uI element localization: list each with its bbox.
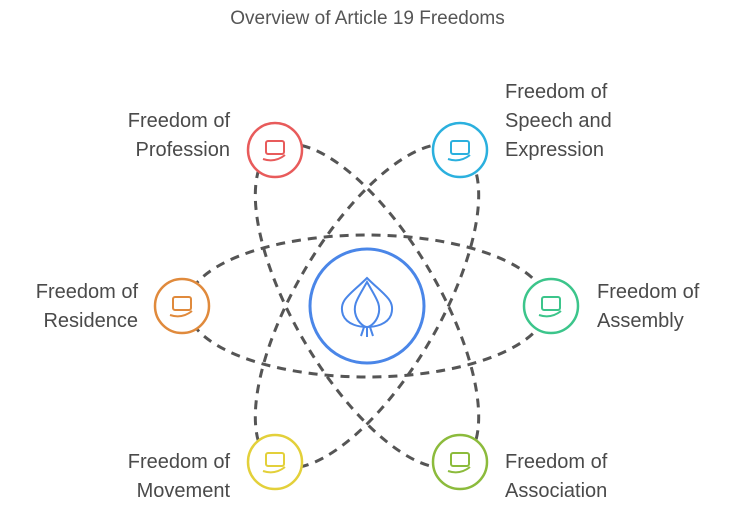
- diagram-title: Overview of Article 19 Freedoms: [230, 8, 505, 29]
- label-line: Freedom of: [127, 451, 230, 473]
- node-circle-movement: [246, 433, 304, 491]
- label-line: Assembly: [597, 310, 684, 332]
- label-assembly: Freedom of Assembly: [597, 278, 699, 336]
- label-association: Freedom of Association: [505, 448, 607, 506]
- crowd-icon: [538, 296, 562, 318]
- node-circle-speech: [431, 121, 489, 179]
- megaphone-person-icon: [447, 140, 471, 162]
- label-line: Freedom of: [35, 281, 138, 303]
- label-line: Freedom of: [505, 451, 608, 473]
- label-line: Association: [505, 480, 608, 502]
- label-line: Movement: [136, 480, 230, 502]
- label-line: Freedom of: [505, 81, 608, 103]
- node-circle-profession: [246, 121, 304, 179]
- center-circle: [308, 247, 426, 365]
- node-circle-assembly: [522, 277, 580, 335]
- house-globe-icon: [169, 296, 193, 318]
- label-line: Freedom of: [127, 110, 230, 132]
- label-residence: Freedom of Residence: [0, 278, 138, 336]
- briefcase-hand-icon: [262, 140, 286, 162]
- label-line: Profession: [135, 139, 231, 161]
- node-circle-association: [431, 433, 489, 491]
- label-profession: Freedom of Profession: [60, 107, 230, 165]
- node-circle-residence: [153, 277, 211, 335]
- network-icon: [447, 452, 471, 474]
- label-line: Residence: [43, 310, 138, 332]
- label-line: Speech and: [505, 110, 612, 132]
- label-line: Freedom of: [597, 281, 700, 303]
- footprints-icon: [262, 452, 286, 474]
- label-movement: Freedom of Movement: [60, 448, 230, 506]
- label-line: Expression: [505, 139, 604, 161]
- onion-icon: [340, 276, 394, 337]
